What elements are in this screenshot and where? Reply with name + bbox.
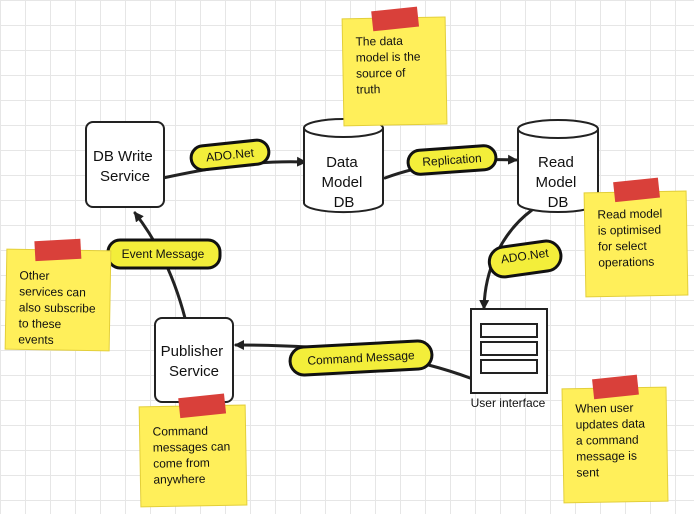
note-line: Other xyxy=(19,268,49,283)
node-publisher-service[interactable]: Publisher Service xyxy=(154,317,234,403)
node-label-line: Service xyxy=(169,363,219,380)
pin-icon xyxy=(613,177,660,203)
ui-field-3 xyxy=(480,359,538,374)
edge-label-ado-net-read: ADO.Net xyxy=(487,239,563,279)
node-label-line: Model xyxy=(535,174,576,191)
svg-text:Read model is optimised: Read model is optimised for select opera… xyxy=(597,206,666,269)
note-line: model is the xyxy=(356,49,421,64)
sticky-note-source-of-truth: The data model is the source of truth xyxy=(341,6,448,127)
pin-icon xyxy=(34,238,82,262)
node-label-line: DB xyxy=(548,194,569,211)
sticky-note-command-origin: Command messages can come from anywhere xyxy=(138,393,248,508)
edge-label-text: ADO.Net xyxy=(205,145,255,164)
sticky-note-read-model: Read model is optimised for select opera… xyxy=(583,177,689,298)
svg-text:When user updates data: When user updates data a command message… xyxy=(575,400,649,479)
edge-label-event-message: Event Message xyxy=(106,238,222,270)
node-user-interface[interactable]: User interface xyxy=(470,308,548,410)
note-line: is optimised xyxy=(598,223,662,238)
svg-text:Data Model DB: Data Model DB xyxy=(321,154,366,211)
node-label-line: Service xyxy=(100,168,150,185)
node-label-line: DB Write xyxy=(93,148,153,165)
node-label-line: Publisher xyxy=(161,343,224,360)
node-label-line: Read xyxy=(538,154,574,171)
edge-label-text: ADO.Net xyxy=(500,246,550,267)
pin-icon xyxy=(178,393,227,419)
edge-label-text: Event Message xyxy=(122,247,205,261)
edge-label-text: Command Message xyxy=(307,348,415,368)
note-line: to these xyxy=(18,316,61,331)
note-line: a command xyxy=(576,433,639,448)
sticky-note-subscribers: Other services can also subscribe to the… xyxy=(4,238,112,352)
svg-text:Other services can: Other services can also subscribe to the… xyxy=(18,268,99,347)
ui-field-2 xyxy=(480,341,538,356)
node-data-model-db[interactable]: Data Model DB xyxy=(303,118,384,214)
edge-label-text: Replication xyxy=(422,151,482,169)
node-db-write-service[interactable]: DB Write Service xyxy=(85,121,165,208)
note-line: operations xyxy=(598,255,654,270)
user-interface-label: User interface xyxy=(471,396,546,410)
pin-icon xyxy=(592,374,639,400)
note-line: When user xyxy=(575,401,633,416)
node-label-line: Data xyxy=(326,154,358,171)
edge-label-command-message: Command Message xyxy=(288,339,434,377)
node-label-line: DB xyxy=(334,194,355,211)
edge-label-replication: Replication xyxy=(406,144,498,176)
note-line: also subscribe xyxy=(19,300,96,315)
node-label-line: Model xyxy=(321,174,362,191)
note-line: message is xyxy=(576,449,637,464)
note-line: services can xyxy=(19,284,86,299)
ui-field-1 xyxy=(480,323,538,338)
note-line: events xyxy=(18,332,54,347)
note-line: source of xyxy=(356,66,406,81)
note-line: updates data xyxy=(576,416,646,431)
svg-text:Publisher Service: Publisher Service xyxy=(161,343,228,380)
note-line: Command xyxy=(152,424,208,439)
note-line: messages can xyxy=(153,439,231,454)
svg-text:Command messages can: Command messages can come from anywhere xyxy=(152,423,234,486)
svg-text:DB Write Service: DB Write Service xyxy=(93,148,157,185)
note-line: Read model xyxy=(597,206,662,221)
svg-text:The data model is the: The data model is the source of truth xyxy=(355,33,424,96)
note-line: for select xyxy=(598,239,648,254)
sticky-note-user-updates: When user updates data a command message… xyxy=(561,374,669,504)
pin-icon xyxy=(371,6,420,32)
note-line: anywhere xyxy=(153,472,206,487)
note-line: The data xyxy=(355,34,403,49)
note-line: truth xyxy=(356,82,380,96)
note-line: sent xyxy=(576,465,600,479)
svg-text:Read Model DB: Read Model DB xyxy=(535,154,580,211)
note-line: come from xyxy=(153,456,210,471)
edge-label-ado-net-write: ADO.Net xyxy=(189,138,271,172)
